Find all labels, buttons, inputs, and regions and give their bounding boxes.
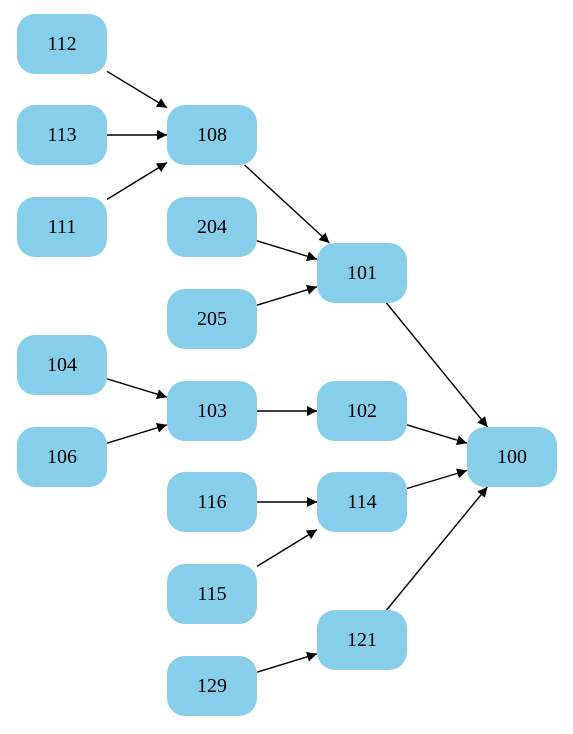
edge-115-to-114 (256, 529, 318, 567)
node-101[interactable]: 101 (317, 243, 407, 303)
node-box (317, 472, 407, 532)
node-label: 101 (347, 262, 377, 284)
node-label: 104 (47, 354, 77, 376)
node-label: 108 (197, 124, 227, 146)
node-204[interactable]: 204 (167, 197, 257, 257)
node-box (17, 427, 107, 487)
node-box (17, 197, 107, 257)
node-box (167, 472, 257, 532)
node-label: 112 (47, 33, 76, 55)
node-106[interactable]: 106 (17, 427, 107, 487)
node-103[interactable]: 103 (167, 381, 257, 441)
node-label: 204 (197, 216, 227, 238)
node-box (167, 197, 257, 257)
nodes: 112 113 111 108 204 205 101 104 106 103 102 116 114 1… (17, 14, 557, 716)
node-label: 205 (197, 308, 227, 330)
node-box (167, 564, 257, 624)
edge-102-to-100 (406, 424, 468, 446)
node-label: 116 (197, 491, 226, 513)
node-box (317, 610, 407, 670)
node-114[interactable]: 114 (317, 472, 407, 532)
node-box (167, 381, 257, 441)
edge-114-to-100 (406, 468, 468, 490)
node-104[interactable]: 104 (17, 335, 107, 395)
node-121[interactable]: 121 (317, 610, 407, 670)
node-label: 129 (197, 675, 227, 697)
edge-205-to-101 (256, 284, 318, 306)
node-100[interactable]: 100 (467, 427, 557, 487)
edge-106-to-103 (106, 422, 168, 444)
node-box (17, 335, 107, 395)
node-129[interactable]: 129 (167, 656, 257, 716)
node-box (167, 289, 257, 349)
node-label: 103 (197, 400, 227, 422)
edge-104-to-103 (106, 378, 168, 400)
edge-101-to-100 (385, 302, 489, 428)
node-112[interactable]: 112 (17, 14, 107, 74)
node-label: 102 (347, 400, 377, 422)
edge-204-to-101 (256, 240, 318, 262)
node-label: 114 (347, 491, 376, 513)
node-box (317, 243, 407, 303)
edge-111-to-108 (106, 162, 168, 200)
node-108[interactable]: 108 (167, 105, 257, 165)
node-label: 115 (197, 583, 226, 605)
node-box (17, 105, 107, 165)
node-box (17, 14, 107, 74)
edges (106, 70, 489, 673)
node-label: 100 (497, 446, 527, 468)
node-box (167, 105, 257, 165)
node-label: 106 (47, 446, 77, 468)
node-115[interactable]: 115 (167, 564, 257, 624)
edge-108-to-101 (244, 164, 330, 244)
edge-121-to-100 (386, 486, 488, 611)
node-102[interactable]: 102 (317, 381, 407, 441)
node-box (167, 656, 257, 716)
node-box (317, 381, 407, 441)
node-label: 113 (47, 124, 76, 146)
edge-112-to-108 (106, 70, 168, 109)
node-box (467, 427, 557, 487)
node-label: 111 (48, 216, 77, 238)
node-116[interactable]: 116 (167, 472, 257, 532)
node-113[interactable]: 113 (17, 105, 107, 165)
node-205[interactable]: 205 (167, 289, 257, 349)
node-label: 121 (347, 629, 377, 651)
edge-129-to-121 (256, 651, 318, 673)
node-111[interactable]: 111 (17, 197, 107, 257)
